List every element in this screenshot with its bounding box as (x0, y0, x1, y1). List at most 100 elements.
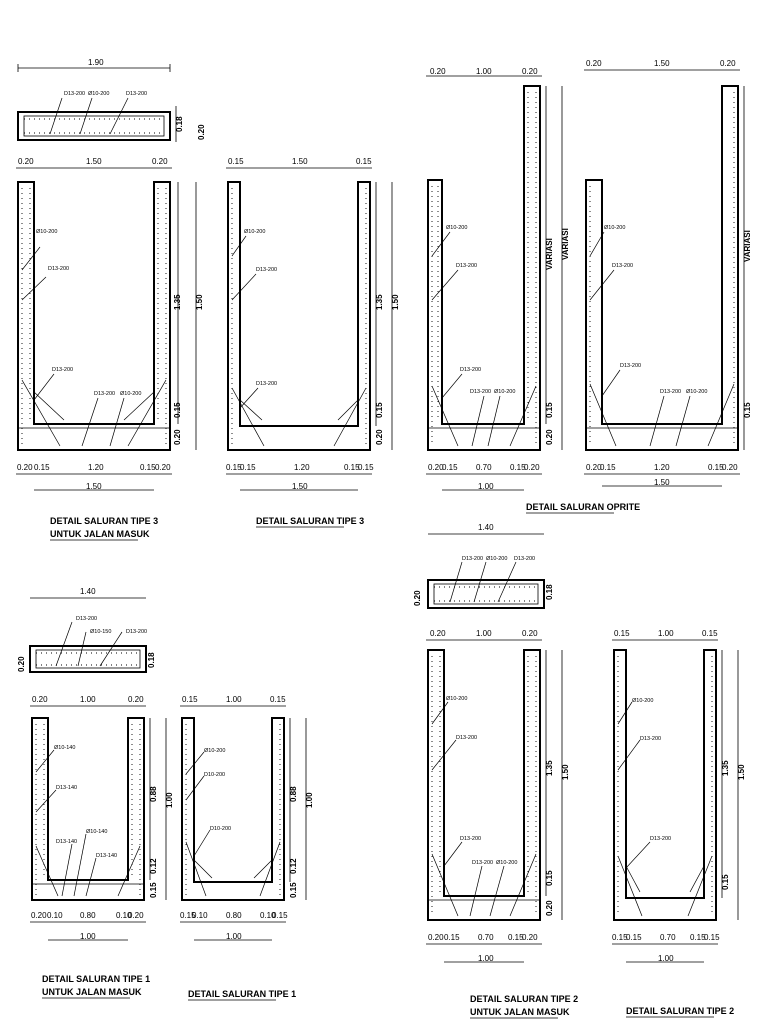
bot-dim-2: 0.10 (192, 911, 208, 920)
drawing-subtitle: UNTUK JALAN MASUK (470, 1007, 570, 1017)
side-dim-3: 0.15 (545, 402, 554, 418)
rebar-label-1: Ø10-200 (446, 225, 467, 231)
oprite-left: 0.20 1.00 0.20 Ø10-200 D13-200 D13-200 D… (426, 67, 570, 491)
slab-width-label: 1.40 (478, 523, 494, 532)
side-dim-3: 0.15 (545, 870, 554, 886)
drawing-title: DETAIL SALURAN TIPE 1 (42, 974, 150, 984)
top-dim-left: 0.20 (430, 629, 446, 638)
top-dim-mid: 1.50 (86, 157, 102, 166)
bot-dim-2: 0.15 (626, 933, 642, 942)
top-dim-mid: 1.00 (658, 629, 674, 638)
top-dim-mid: 1.00 (226, 695, 242, 704)
top-dim-left: 0.20 (18, 157, 34, 166)
rebar-label-3: D13-140 (56, 839, 77, 845)
side-dim-1: 1.35 (721, 760, 730, 776)
cover-slab: 1.40 D13-200 Ø10-200 D13-200 0.20 0.18 (413, 523, 554, 609)
rebar-label-5: Ø10-200 (496, 860, 517, 866)
top-dim-right: 0.20 (152, 157, 168, 166)
bot-dim-5: 0.20 (524, 463, 540, 472)
detail-tipe2-jalan-masuk: 1.40 D13-200 Ø10-200 D13-200 0.20 0.18 0… (413, 523, 578, 1019)
bot-dim-5: 0.20 (155, 463, 171, 472)
rebar-label-3: D13-200 (650, 836, 671, 842)
rebar-label-4: D13-200 (472, 860, 493, 866)
rebar-label-5: Ø10-200 (686, 389, 707, 395)
slab-rebar-2: Ø10-200 (88, 91, 109, 97)
drawing-title: DETAIL SALURAN TIPE 2 (626, 1006, 734, 1016)
drawing-subtitle: UNTUK JALAN MASUK (50, 529, 150, 539)
rebar-label-2: D13-140 (56, 785, 77, 791)
side-dim-4: 0.20 (375, 429, 384, 445)
bot-dim-4: 0.15 (508, 933, 524, 942)
side-dim-3: 0.15 (721, 874, 730, 890)
rebar-label-4: D13-200 (94, 391, 115, 397)
top-dim-left: 0.15 (182, 695, 198, 704)
drawing-title: DETAIL SALURAN TIPE 3 (50, 516, 158, 526)
rebar-label-2: D13-200 (456, 263, 477, 269)
top-dim-mid: 1.00 (476, 629, 492, 638)
bot-dim-1: 0.20 (586, 463, 602, 472)
drawing-subtitle: UNTUK JALAN MASUK (42, 987, 142, 997)
top-dim-right: 0.15 (356, 157, 372, 166)
top-dim-left: 0.20 (430, 67, 446, 76)
slab-thk2: 0.20 (197, 124, 206, 140)
side-dim-1: VARIASI (545, 238, 554, 270)
total-dim: 1.50 (292, 482, 308, 491)
oprite-right: 0.20 1.50 0.20 Ø10-200 D13-200 D13-200 D… (584, 59, 752, 487)
total-dim: 1.00 (80, 932, 96, 941)
side-dim-2: 0.15 (743, 402, 752, 418)
bot-dim-4: 0.15 (140, 463, 156, 472)
rebar-label-2: D13-200 (640, 736, 661, 742)
top-dim-right: 0.20 (720, 59, 736, 68)
drawing-title: DETAIL SALURAN OPRITE (526, 502, 640, 512)
side-dim-2: 1.50 (391, 294, 400, 310)
slab-rebar-1: D13-200 (462, 556, 483, 562)
detail-tipe3-jalan-masuk: 1.90 D13-200 Ø10-200 D13-200 0.18 0.20 0… (16, 58, 206, 541)
side-dim-2: 1.50 (561, 764, 570, 780)
total-dim: 1.50 (654, 478, 670, 487)
bot-dim-1: 0.20 (17, 463, 33, 472)
drawing-title: DETAIL SALURAN TIPE 2 (470, 994, 578, 1004)
side-dim-2: VARIASI (561, 228, 570, 260)
rebar-label-2: D13-200 (256, 267, 277, 273)
rebar-label-2: D13-200 (48, 266, 69, 272)
bot-dim-3: 0.70 (476, 463, 492, 472)
side-dim-1: 0.88 (289, 786, 298, 802)
bot-dim-2: 0.15 (442, 463, 458, 472)
bot-dim-3: 0.80 (80, 911, 96, 920)
rebar-label-4: D13-200 (660, 389, 681, 395)
bot-dim-4: 0.10 (116, 911, 132, 920)
bot-dim-1: 0.15 (612, 933, 628, 942)
top-dim-mid: 1.50 (292, 157, 308, 166)
top-dim-mid: 1.00 (476, 67, 492, 76)
top-dim-left: 0.15 (228, 157, 244, 166)
rebar-label-1: Ø10-200 (604, 225, 625, 231)
top-dim-right: 0.15 (702, 629, 718, 638)
top-dim-mid: 1.50 (654, 59, 670, 68)
bot-dim-5: 0.15 (358, 463, 374, 472)
rebar-label-1: Ø10-140 (54, 745, 75, 751)
bot-dim-5: 0.20 (128, 911, 144, 920)
bot-dim-1: 0.15 (180, 911, 196, 920)
bot-dim-1: 0.15 (226, 463, 242, 472)
rebar-label-3: D10-200 (210, 826, 231, 832)
side-dim-3: 0.15 (173, 402, 182, 418)
slab-rebar-2: Ø10-200 (486, 556, 507, 562)
total-dim: 1.00 (658, 954, 674, 963)
bot-dim-2: 0.15 (34, 463, 50, 472)
slab-thk2: 0.18 (147, 652, 156, 668)
bot-dim-3: 0.70 (478, 933, 494, 942)
bot-dim-3: 0.80 (226, 911, 242, 920)
top-dim-left: 0.20 (32, 695, 48, 704)
bot-dim-4: 0.15 (708, 463, 724, 472)
slab-thk1: 0.20 (413, 590, 422, 606)
slab-width-label: 1.90 (88, 58, 104, 67)
rebar-label-3: D13-200 (620, 363, 641, 369)
rebar-label-2: D10-200 (204, 772, 225, 778)
top-dim-right: 0.20 (128, 695, 144, 704)
side-dim-1: 1.35 (375, 294, 384, 310)
slab-width-label: 1.40 (80, 587, 96, 596)
bot-dim-1: 0.20 (428, 463, 444, 472)
bot-dim-3: 1.20 (88, 463, 104, 472)
bot-dim-2: 0.15 (600, 463, 616, 472)
detail-tipe3: 0.15 1.50 0.15 Ø10-200 D13-200 D13-200 1… (226, 157, 400, 528)
